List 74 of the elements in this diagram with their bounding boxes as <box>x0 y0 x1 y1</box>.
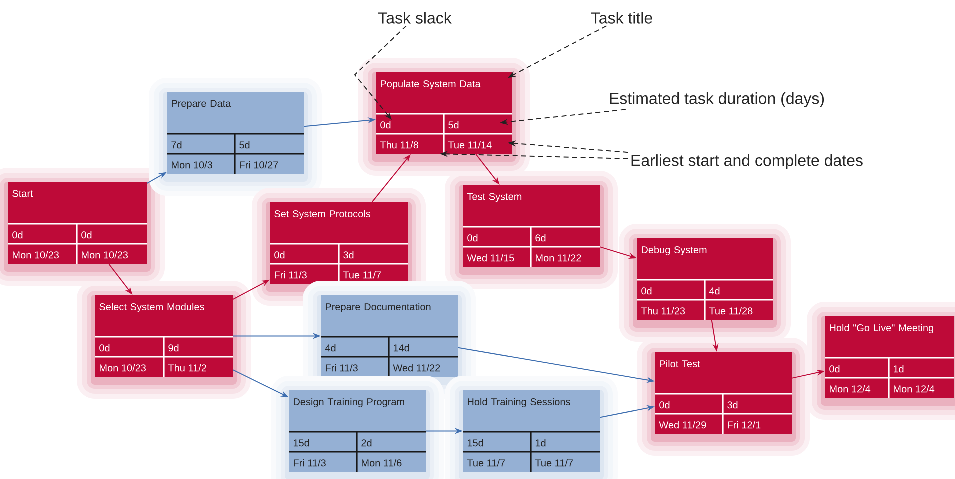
callout-label: Estimated task duration (days) <box>610 92 824 108</box>
task-slack: 4d <box>325 344 336 352</box>
task-box <box>445 376 618 479</box>
start-date: Fri 11/3 <box>275 271 307 279</box>
task-box <box>619 224 791 342</box>
task-slack: 15d <box>468 439 484 447</box>
task-duration: 4d <box>709 287 720 295</box>
start-date: Wed 11/29 <box>659 421 706 429</box>
finish-date: Mon 12/4 <box>894 385 935 393</box>
task-slack: 0d <box>660 401 670 409</box>
task-box <box>445 171 618 289</box>
start-date: Thu 11/8 <box>380 141 418 149</box>
task-duration: 5d <box>448 121 459 129</box>
task-title: Hold Training Sessions <box>468 398 570 408</box>
task-duration: 9d <box>168 344 179 352</box>
task-box <box>637 338 810 456</box>
task-duration: 5d <box>240 141 250 149</box>
finish-date: Wed 11/22 <box>393 364 440 372</box>
finish-date: Tue 11/7 <box>535 459 574 467</box>
callout-label: Task title <box>591 12 652 24</box>
task-box <box>0 168 165 286</box>
task-box <box>807 302 955 420</box>
finish-date: Thu 11/2 <box>168 364 206 372</box>
task-box <box>358 58 530 176</box>
start-date: Tue 11/7 <box>467 459 506 467</box>
task-title: Hold "Go Live" Meeting <box>830 324 934 334</box>
task-duration: 0d <box>82 231 92 239</box>
task-duration: 6d <box>536 234 546 242</box>
task-slack: 7d <box>172 141 182 149</box>
start-date: Fri 11/3 <box>294 459 326 467</box>
task-box <box>271 376 444 479</box>
start-date: Mon 10/23 <box>13 251 59 259</box>
task-title: Prepare Data <box>172 100 232 110</box>
task-title: Test System <box>467 193 522 202</box>
finish-date: Tue 11/28 <box>709 307 753 315</box>
callout-label: Earliest start and complete dates <box>632 154 863 170</box>
task-slack: 0d <box>380 121 391 129</box>
task-title: Populate System Data <box>381 80 481 90</box>
task-slack: 0d <box>468 234 478 242</box>
task-slack: 0d <box>100 344 110 352</box>
task-duration: 1d <box>894 365 904 373</box>
finish-date: Tue 11/14 <box>448 141 492 149</box>
task-duration: 14d <box>394 344 410 352</box>
task-title: Debug System <box>642 246 707 256</box>
task-slack: 0d <box>12 231 23 239</box>
task-slack: 0d <box>274 251 285 259</box>
task-slack: 0d <box>830 365 840 373</box>
task-box <box>149 78 322 196</box>
task-title: Design Training Program <box>294 398 404 408</box>
task-title: Select System Modules <box>100 303 204 313</box>
start-date: Mon 12/4 <box>830 385 871 393</box>
start-date: Mon 10/23 <box>100 364 146 372</box>
start-date: Wed 11/15 <box>467 254 514 262</box>
task-title: Start <box>12 190 34 198</box>
finish-date: Fri 10/27 <box>240 161 278 169</box>
finish-date: Mon 11/6 <box>362 459 402 467</box>
task-duration: 2d <box>362 439 372 447</box>
callout-label: Task slack <box>378 12 452 24</box>
task-title: Set System Protocols <box>274 210 371 220</box>
task-duration: 3d <box>728 401 738 409</box>
task-title: Prepare Documentation <box>326 303 431 313</box>
finish-date: Tue 11/7 <box>343 271 382 279</box>
task-title: Pilot Test <box>660 360 700 368</box>
task-box <box>77 281 251 399</box>
task-duration: 1d <box>536 439 546 447</box>
task-slack: 0d <box>642 287 652 295</box>
task-slack: 15d <box>294 439 310 447</box>
finish-date: Fri 12/1 <box>728 421 761 429</box>
task-duration: 3d <box>344 251 354 259</box>
start-date: Mon 10/3 <box>172 161 212 169</box>
finish-date: Mon 10/23 <box>82 251 128 259</box>
start-date: Thu 11/23 <box>641 307 686 315</box>
finish-date: Mon 11/22 <box>536 254 582 262</box>
start-date: Fri 11/3 <box>326 364 358 372</box>
